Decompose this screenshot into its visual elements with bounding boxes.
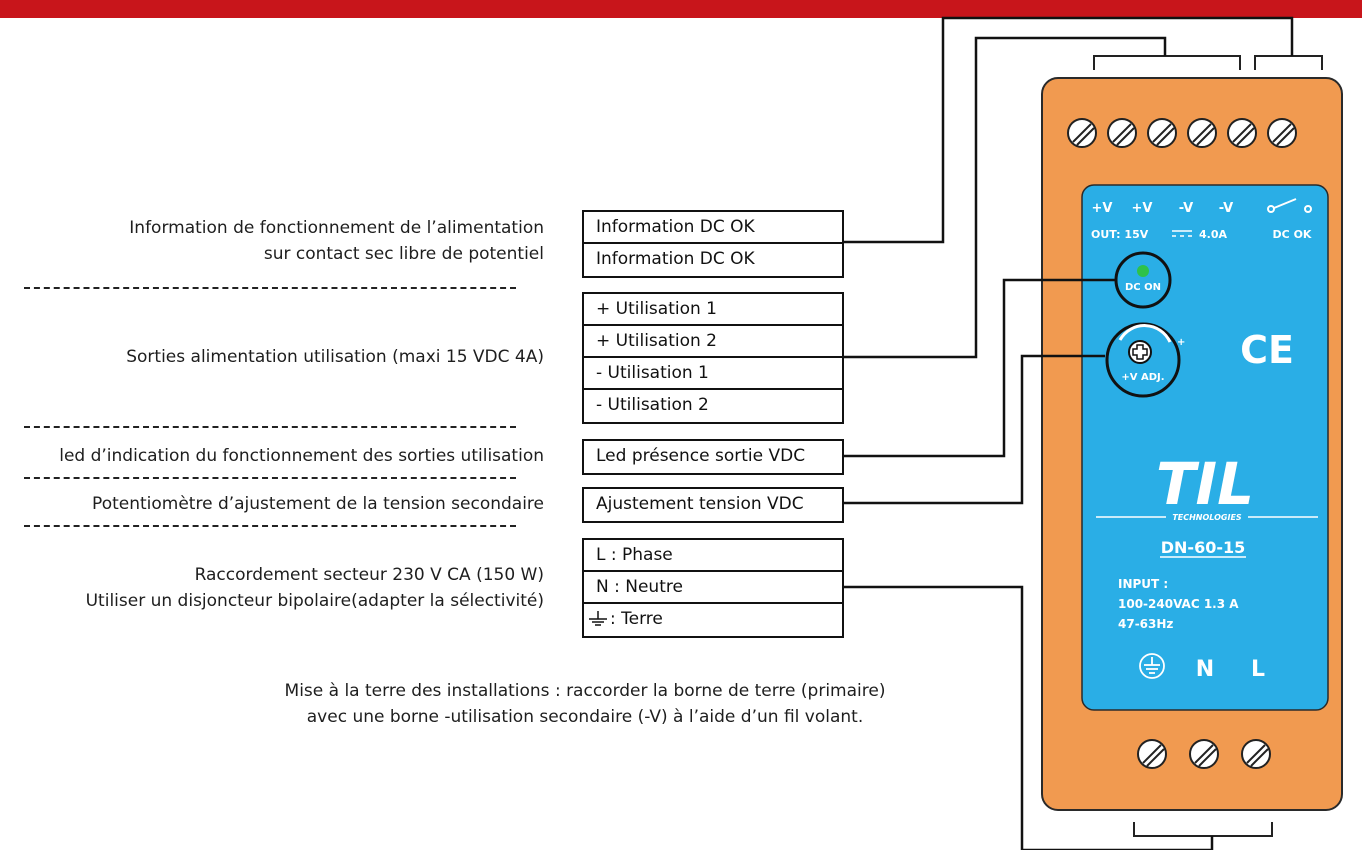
screw-icon xyxy=(1107,118,1137,148)
bottom-connector xyxy=(1133,822,1273,837)
screw-icon xyxy=(1187,118,1217,148)
wire-plus-output xyxy=(843,36,1167,359)
screw-icon xyxy=(1147,118,1177,148)
ce-mark: CE xyxy=(1240,328,1294,372)
terminal-dc-ok-2: Information DC OK xyxy=(596,249,755,269)
grounding-note-line2: avec une borne -utilisation secondaire (… xyxy=(306,707,864,727)
mains-description: Raccordement secteur 230 V CA (150 W) Ut… xyxy=(86,562,544,614)
terminal-neutral: N : Neutre xyxy=(584,572,842,604)
earth-symbol-icon xyxy=(1139,653,1165,679)
output-current: 4.0A xyxy=(1199,228,1227,241)
grounding-note-line1: Mise à la terre des installations : racc… xyxy=(284,681,886,701)
wire-led xyxy=(843,278,1116,458)
dc-ok-description: Information de fonctionnement de l’alime… xyxy=(129,215,544,267)
screw-icon xyxy=(1241,739,1271,769)
output-label-2: +V xyxy=(1132,201,1153,216)
vadj-label: +V ADJ. xyxy=(1121,372,1164,383)
dc-symbol-icon xyxy=(1172,230,1192,237)
separator-dashed xyxy=(24,525,516,527)
terminal-plus-utilisation-2: + Utilisation 2 xyxy=(584,326,842,358)
terminal-earth: : Terre xyxy=(584,604,842,636)
potentiometer-description: Potentiomètre d’ajustement de la tension… xyxy=(92,494,544,514)
screw-icon xyxy=(1189,739,1219,769)
separator-dashed xyxy=(24,477,516,479)
wire-adjust xyxy=(843,354,1105,505)
dc-ok-description-line1: Information de fonctionnement de l’alime… xyxy=(129,218,544,238)
dc-ok-description-line2: sur contact sec libre de potentiel xyxy=(263,244,544,264)
terminal-minus-utilisation-1: - Utilisation 1 xyxy=(584,358,842,390)
mains-terminal-box: L : Phase N : Neutre : Terre xyxy=(582,538,844,638)
output-rating: OUT: 15V xyxy=(1091,228,1149,241)
screw-icon xyxy=(1067,118,1097,148)
adjust-screw-icon xyxy=(1128,340,1152,364)
dc-on-led-ring xyxy=(1114,251,1172,309)
bottom-screw-terminals xyxy=(1137,739,1271,769)
terminal-adjust: Ajustement tension VDC xyxy=(596,494,804,514)
led-description: led d’indication du fonctionnement des s… xyxy=(59,446,544,466)
grounding-note: Mise à la terre des installations : racc… xyxy=(150,678,1020,730)
dc-on-led xyxy=(1137,265,1149,277)
output-label-1: +V xyxy=(1092,201,1113,216)
mains-description-line2: Utiliser un disjoncteur bipolaire(adapte… xyxy=(85,591,544,611)
top-screw-terminals xyxy=(1067,118,1297,148)
psu-front-panel xyxy=(1081,184,1329,711)
dc-ok-terminal-box: Information DC OK Information DC OK xyxy=(582,210,844,278)
outputs-description: Sorties alimentation utilisation (maxi 1… xyxy=(126,347,544,367)
wire-neutral xyxy=(843,585,1024,850)
adjust-terminal-box: Ajustement tension VDC xyxy=(582,487,844,523)
neutral-label: N xyxy=(1196,657,1214,682)
terminal-phase: L : Phase xyxy=(584,540,842,572)
led-terminal-box: Led présence sortie VDC xyxy=(582,439,844,475)
adjust-arc-icon xyxy=(1118,324,1172,343)
screw-icon xyxy=(1267,118,1297,148)
wire-neutral-bottom xyxy=(1022,836,1214,850)
dc-ok-label: DC OK xyxy=(1273,228,1312,241)
input-title: INPUT : xyxy=(1118,577,1168,591)
ground-icon xyxy=(589,611,607,626)
logo-subtitle: TECHNOLOGIES xyxy=(1172,513,1242,522)
model-number: DN-60-15 xyxy=(1161,538,1245,557)
wire-dc-ok xyxy=(843,16,1294,244)
terminal-earth-label: : Terre xyxy=(610,609,663,629)
terminal-dc-ok-1: Information DC OK xyxy=(584,212,842,244)
input-voltage: 100-240VAC 1.3 A xyxy=(1118,597,1239,611)
terminal-minus-utilisation-2: - Utilisation 2 xyxy=(596,395,709,415)
output-label-4: -V xyxy=(1219,201,1234,216)
top-connector-left xyxy=(1093,55,1241,70)
dry-contact-switch-icon xyxy=(1267,198,1312,213)
input-frequency: 47-63Hz xyxy=(1118,617,1173,631)
outputs-terminal-box: + Utilisation 1 + Utilisation 2 - Utilis… xyxy=(582,292,844,424)
line-label: L xyxy=(1251,657,1265,682)
mains-description-line1: Raccordement secteur 230 V CA (150 W) xyxy=(194,565,544,585)
top-banner-bar xyxy=(0,0,1362,18)
dc-on-label: DC ON xyxy=(1125,282,1161,293)
terminal-plus-utilisation-1: + Utilisation 1 xyxy=(584,294,842,326)
til-logo: TIL xyxy=(1156,450,1254,518)
separator-dashed xyxy=(24,287,516,289)
screw-icon xyxy=(1137,739,1167,769)
screw-icon xyxy=(1227,118,1257,148)
top-connector-right xyxy=(1254,55,1323,70)
plus-mark: + xyxy=(1177,337,1185,348)
output-label-3: -V xyxy=(1179,201,1194,216)
separator-dashed xyxy=(24,426,516,428)
terminal-led: Led présence sortie VDC xyxy=(596,446,806,466)
connection-wires xyxy=(843,16,1294,850)
